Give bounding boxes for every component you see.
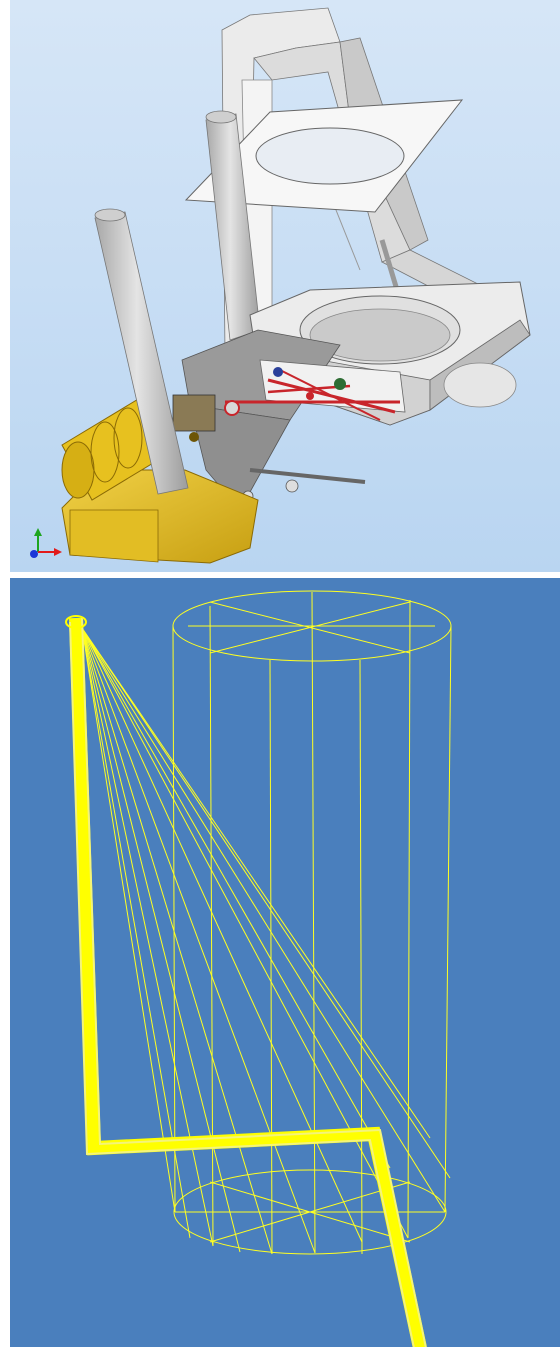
beam-bundle xyxy=(65,615,427,1347)
ray-fan xyxy=(81,627,451,1255)
ray-trace-canvas[interactable] xyxy=(10,578,560,1347)
cylinder-wireframe xyxy=(172,590,452,1255)
cad-model-canvas[interactable] xyxy=(10,0,560,572)
wireframe-viewport-bottom[interactable] xyxy=(10,578,560,1347)
aperture-plate xyxy=(184,99,464,213)
cad-viewport-top[interactable] xyxy=(10,0,560,572)
coordinate-triad-icon xyxy=(30,528,62,558)
optical-bench xyxy=(172,329,406,511)
primary-tube xyxy=(94,208,189,495)
